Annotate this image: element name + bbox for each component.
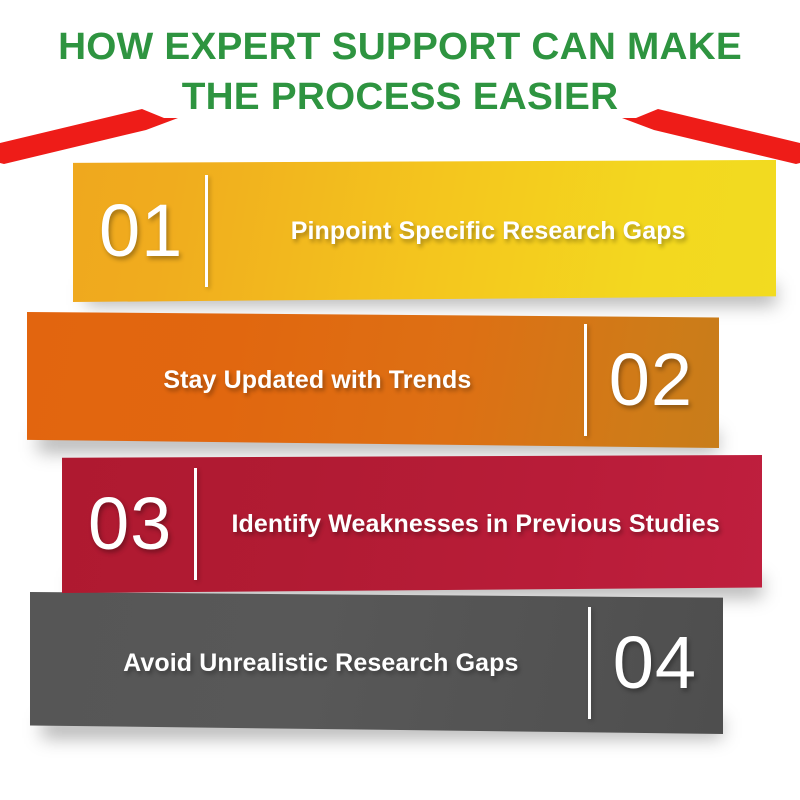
step-bar-2[interactable]: Stay Updated with Trends 02 bbox=[27, 312, 719, 448]
step-number-2: 02 bbox=[608, 338, 693, 421]
page-title: HOW EXPERT SUPPORT CAN MAKE THE PROCESS … bbox=[0, 22, 800, 122]
step-bar-1-fill bbox=[73, 160, 776, 302]
title-line-1: HOW EXPERT SUPPORT CAN MAKE bbox=[58, 26, 742, 68]
step-bar-1[interactable]: 01 Pinpoint Specific Research Gaps bbox=[73, 160, 776, 302]
step-number-1: 01 bbox=[99, 189, 184, 272]
step-label-1: Pinpoint Specific Research Gaps bbox=[290, 216, 686, 245]
step-label-3: Identify Weaknesses in Previous Studies bbox=[231, 509, 720, 538]
step-bar-3[interactable]: 03 Identify Weaknesses in Previous Studi… bbox=[62, 455, 762, 593]
title-line-2: THE PROCESS EASIER bbox=[181, 76, 619, 119]
step-bar-3-fill bbox=[62, 455, 762, 593]
step-divider-1 bbox=[205, 175, 209, 287]
step-divider-4 bbox=[587, 607, 591, 719]
red-arrow-left-icon bbox=[0, 104, 196, 166]
step-bar-4-fill bbox=[30, 592, 723, 734]
step-number-4: 04 bbox=[612, 621, 697, 704]
red-arrow-right-icon bbox=[604, 104, 800, 166]
step-label-2: Stay Updated with Trends bbox=[163, 365, 472, 394]
step-label-4: Avoid Unrealistic Research Gaps bbox=[123, 648, 519, 677]
step-number-3: 03 bbox=[88, 482, 173, 565]
step-divider-2 bbox=[583, 324, 587, 436]
step-bar-2-fill bbox=[27, 312, 719, 448]
step-divider-3 bbox=[194, 468, 198, 580]
step-bar-4[interactable]: Avoid Unrealistic Research Gaps 04 bbox=[30, 592, 723, 734]
